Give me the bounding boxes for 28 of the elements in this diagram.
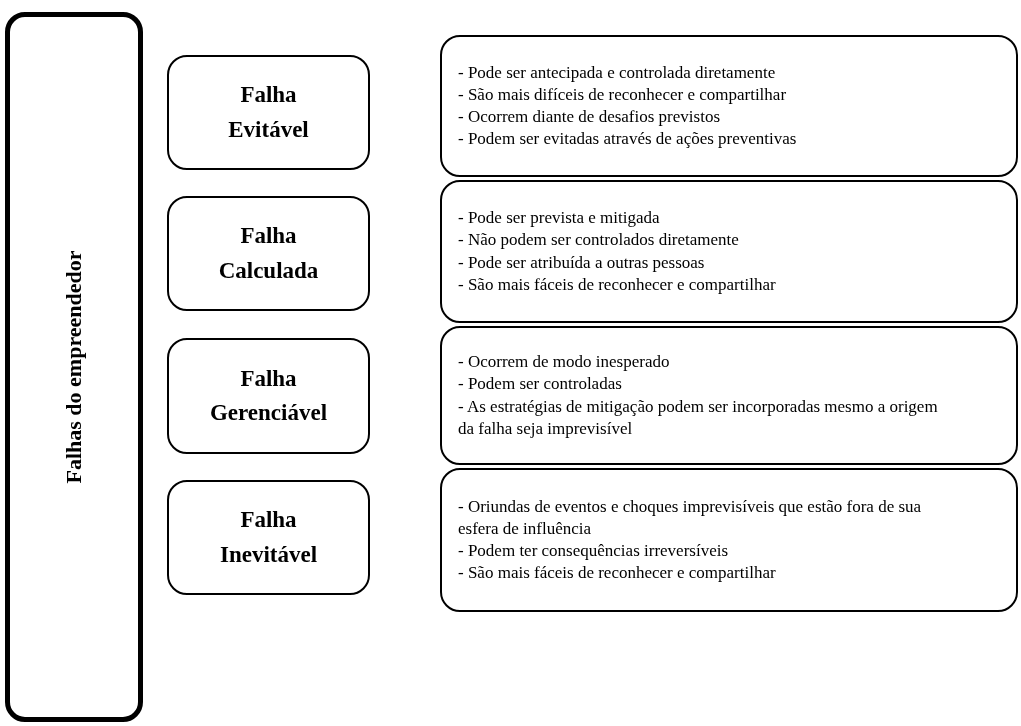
description-item: - Ocorrem diante de desafios previstos [458, 106, 721, 128]
panel-title: Falhas do empreendedor [61, 250, 87, 484]
description-item: - São mais fáceis de reconhecer e compartilhar [458, 562, 777, 585]
description-box [440, 468, 1018, 612]
description-item: - Ocorrem de modo inesperado [458, 351, 671, 374]
failure-type-box [167, 55, 370, 170]
failure-type-label: Falha Evitável [228, 81, 309, 144]
description-item: - Não podem ser controlados diretamente [458, 229, 740, 252]
failure-type-label: Falha Gerenciável [209, 364, 328, 427]
category-panel [5, 12, 143, 722]
description-item: - Pode ser atribuída a outras pessoas [458, 251, 706, 274]
failure-type-label: Falha Inevitável [219, 506, 318, 569]
description-box [440, 180, 1018, 323]
failure-type-box [167, 338, 370, 454]
description-item: - Pode ser prevista e mitigada [458, 207, 661, 230]
description-item: - São mais difíceis de reconhecer e compartilhar [458, 83, 788, 106]
description-item: - Podem ter consequências irreversíveis [458, 540, 730, 562]
description-box [440, 326, 1018, 465]
description-item: - Podem ser evitadas através de ações preventivas [458, 128, 798, 151]
description-item: - Podem ser controladas [458, 373, 623, 396]
failure-type-label: Falha Calculada [218, 222, 319, 285]
failure-type-box [167, 480, 370, 595]
failure-type-box [167, 196, 370, 311]
description-item: - As estratégias de mitigação podem ser incorporadas mesmo a origem da falha seja imprevisível [458, 395, 939, 440]
description-item: - Oriundas de eventos e choques imprevisíveis que estão fora de sua esfera de influência [458, 495, 923, 540]
description-box [440, 35, 1018, 177]
description-item: - Pode ser antecipada e controlada diretamente [458, 61, 777, 84]
description-item: - São mais fáceis de reconhecer e compartilhar [458, 273, 777, 296]
